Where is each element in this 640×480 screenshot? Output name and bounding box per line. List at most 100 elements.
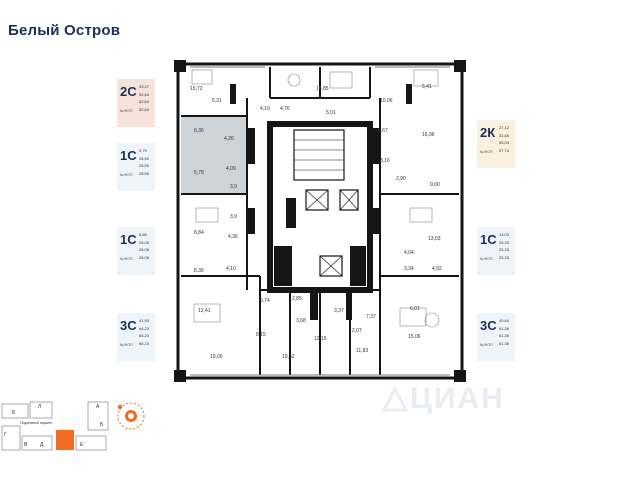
area-value: 28,50 (139, 155, 150, 161)
column (454, 370, 466, 382)
room-area: 2,07 (352, 328, 362, 334)
area-value: 28,08 (139, 247, 150, 252)
unit-legend-1c-c[interactable]: 1С №/НОП 13,03 25,33 25,33 25,33 (477, 227, 515, 275)
room-area: 3,9 (230, 214, 237, 220)
room-area: 4,92 (432, 266, 442, 272)
area-value: 52,64 (139, 99, 150, 104)
area-value: 61,36 (499, 325, 510, 331)
area-value: 66,23 (139, 340, 150, 346)
unit-sub: №/НОП (480, 150, 493, 154)
unit-sub: №/НОП (120, 343, 133, 347)
floor-plan: 15,72 5,31 4,19 4,76 18,85 5,01 10,06 6,… (174, 60, 466, 382)
area-value: 55,04 (499, 140, 510, 145)
unit-legend-3c-a[interactable]: 3С №/НОП 41,93 66,23 66,23 66,23 (117, 313, 155, 361)
area-value: 25,33 (499, 239, 510, 245)
unit-areas: 27,12 32,65 55,04 57,74 (499, 124, 514, 154)
column (174, 370, 186, 382)
unit-code: 3С (480, 318, 497, 333)
room-area: 15,06 (408, 334, 421, 340)
unit-areas: 41,93 66,23 66,23 66,23 (139, 317, 154, 347)
unit-legend-2c[interactable]: 2С №/НОП 33,27 52,64 52,64 52,64 (117, 79, 155, 127)
area-value: 57,74 (499, 147, 510, 153)
room-area: 15,72 (190, 86, 203, 92)
room-area: 8,15 (256, 332, 266, 338)
area-value: 33,27 (139, 84, 150, 89)
unit-legend-3c-b[interactable]: 3С №/НОП 40,64 61,36 61,36 61,36 (477, 313, 515, 361)
unit-legend-2k[interactable]: 2К №/НОП 27,12 32,65 55,04 57,74 (477, 120, 515, 168)
minimap-label: Д (40, 442, 44, 448)
unit-code: 2С (120, 84, 137, 99)
unit-areas: 13,03 25,33 25,33 25,33 (499, 231, 514, 261)
elevator (339, 189, 359, 211)
column (454, 60, 466, 72)
minimap-label: Е (80, 442, 84, 448)
selected-unit (181, 116, 247, 194)
area-value: 40,64 (499, 318, 510, 323)
unit-areas: 40,64 61,36 61,36 61,36 (499, 317, 514, 347)
unit-code: 2К (480, 125, 496, 140)
cian-logo-icon (382, 386, 408, 412)
unit-legend-1c-a[interactable]: 1С №/НОП 5,79 28,50 28,50 28,50 (117, 143, 155, 191)
room-area: 18,85 (316, 86, 329, 92)
minimap-label: Подземный паркинг (20, 421, 53, 425)
unit-legend-1c-b[interactable]: 1С №/НОП 8,66 28,08 28,08 28,08 (117, 227, 155, 275)
minimap-label: Г (4, 432, 7, 438)
minimap-label: Б (12, 410, 16, 416)
room-area: 3,37 (334, 308, 344, 314)
project-title: Белый Остров (8, 22, 121, 39)
area-value: 66,23 (139, 325, 150, 331)
room-area: 13,03 (428, 236, 441, 242)
room-area: 9,00 (430, 182, 440, 188)
area-value: 66,23 (139, 333, 150, 338)
unit-code: 1С (480, 232, 497, 247)
area-value: 52,64 (139, 91, 150, 97)
elevator (305, 189, 329, 211)
unit-areas: 8,66 28,08 28,08 28,08 (139, 231, 154, 261)
unit-code: 1С (120, 232, 137, 247)
area-value: 28,50 (139, 163, 150, 168)
area-value: 28,50 (139, 170, 150, 176)
area-value: 25,33 (499, 247, 510, 252)
room-area: 3,34 (404, 266, 414, 272)
room-area: 3,68 (296, 318, 306, 324)
room-area: 5,01 (326, 110, 336, 116)
area-value: 28,08 (139, 239, 150, 245)
room-area: 10,52 (282, 354, 295, 360)
room-area: 16,96 (422, 132, 435, 138)
area-value: 8,66 (139, 232, 147, 237)
room-area: 2,85 (292, 296, 302, 302)
room-area: 5,31 (212, 98, 222, 104)
area-value: 25,33 (499, 254, 510, 260)
unit-code: 3С (120, 318, 137, 333)
room-area: 2,90 (396, 176, 406, 182)
room-area: 6,67 (378, 128, 388, 134)
shaft-wall (350, 246, 366, 286)
room-area: 5,78 (194, 170, 204, 176)
shaft-wall (274, 246, 292, 286)
watermark: ЦИАН (382, 382, 505, 416)
room-area: 9,74 (260, 298, 270, 304)
room-area: 12,15 (314, 336, 327, 342)
room-area: 8,36 (194, 268, 204, 274)
area-value: 28,08 (139, 254, 150, 260)
area-value: 32,65 (499, 132, 510, 138)
area-value: 41,93 (139, 318, 150, 323)
room-area: 4,36 (228, 234, 238, 240)
area-value: 61,36 (499, 340, 510, 346)
elevator (319, 255, 343, 277)
stairwell (293, 129, 345, 181)
room-area: 3,9 (230, 184, 237, 190)
room-area: 4,26 (224, 136, 234, 142)
room-area: 11,83 (356, 348, 368, 354)
current-building-highlight[interactable] (56, 430, 74, 450)
room-area: 4,76 (280, 106, 290, 112)
unit-areas: 5,79 28,50 28,50 28,50 (139, 147, 154, 177)
column (174, 60, 186, 72)
room-area: 10,06 (380, 98, 393, 104)
room-area: 6,36 (194, 128, 204, 134)
unit-code: 1С (120, 148, 137, 163)
room-area: 8,84 (194, 230, 204, 236)
area-value: 61,36 (499, 333, 510, 338)
area-value: 13,03 (499, 232, 510, 237)
compass-icon (117, 402, 145, 430)
